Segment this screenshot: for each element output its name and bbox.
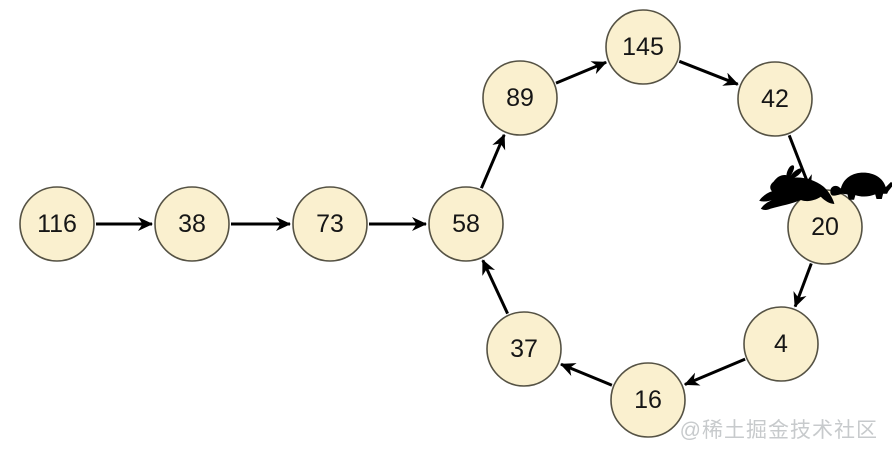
node-value: 116: [37, 210, 77, 238]
node-89: 89: [482, 60, 558, 136]
node-value: 145: [622, 33, 664, 61]
watermark: @稀土掘金技术社区: [679, 419, 878, 442]
node-116: 116: [19, 186, 95, 262]
node-42: 42: [737, 61, 813, 137]
node-value: 16: [634, 386, 662, 414]
node-73: 73: [292, 186, 368, 262]
edge-37-to-58: [481, 259, 509, 315]
node-value: 42: [761, 85, 789, 113]
node-value: 4: [774, 330, 788, 358]
node-37: 37: [486, 311, 562, 387]
node-circle: [482, 60, 558, 136]
node-20: 20: [787, 189, 863, 265]
edge-58-to-89: [480, 133, 506, 189]
node-circle: [428, 186, 504, 262]
node-value: 38: [178, 210, 206, 238]
edge-20-to-4: [793, 262, 813, 308]
node-38: 38: [154, 186, 230, 262]
node-value: 37: [510, 335, 538, 363]
node-value: 89: [506, 84, 534, 112]
node-circle: [610, 362, 686, 438]
edge-4-to-16: [683, 357, 746, 386]
node-16: 16: [610, 362, 686, 438]
node-circle: [486, 311, 562, 387]
node-circle: [19, 186, 95, 262]
node-value: 20: [811, 213, 839, 241]
node-145: 145: [605, 9, 681, 85]
node-circle: [154, 186, 230, 262]
node-circle: [605, 9, 681, 85]
node-circle: [743, 306, 819, 382]
node-58: 58: [428, 186, 504, 262]
node-value: 73: [316, 210, 344, 238]
edge-89-to-145: [555, 60, 608, 85]
node-circle: [292, 186, 368, 262]
edge-16-to-37: [560, 362, 613, 387]
node-4: 4: [743, 306, 819, 382]
edge-145-to-42: [678, 59, 739, 86]
node-circle: [737, 61, 813, 137]
node-value: 58: [452, 210, 480, 238]
